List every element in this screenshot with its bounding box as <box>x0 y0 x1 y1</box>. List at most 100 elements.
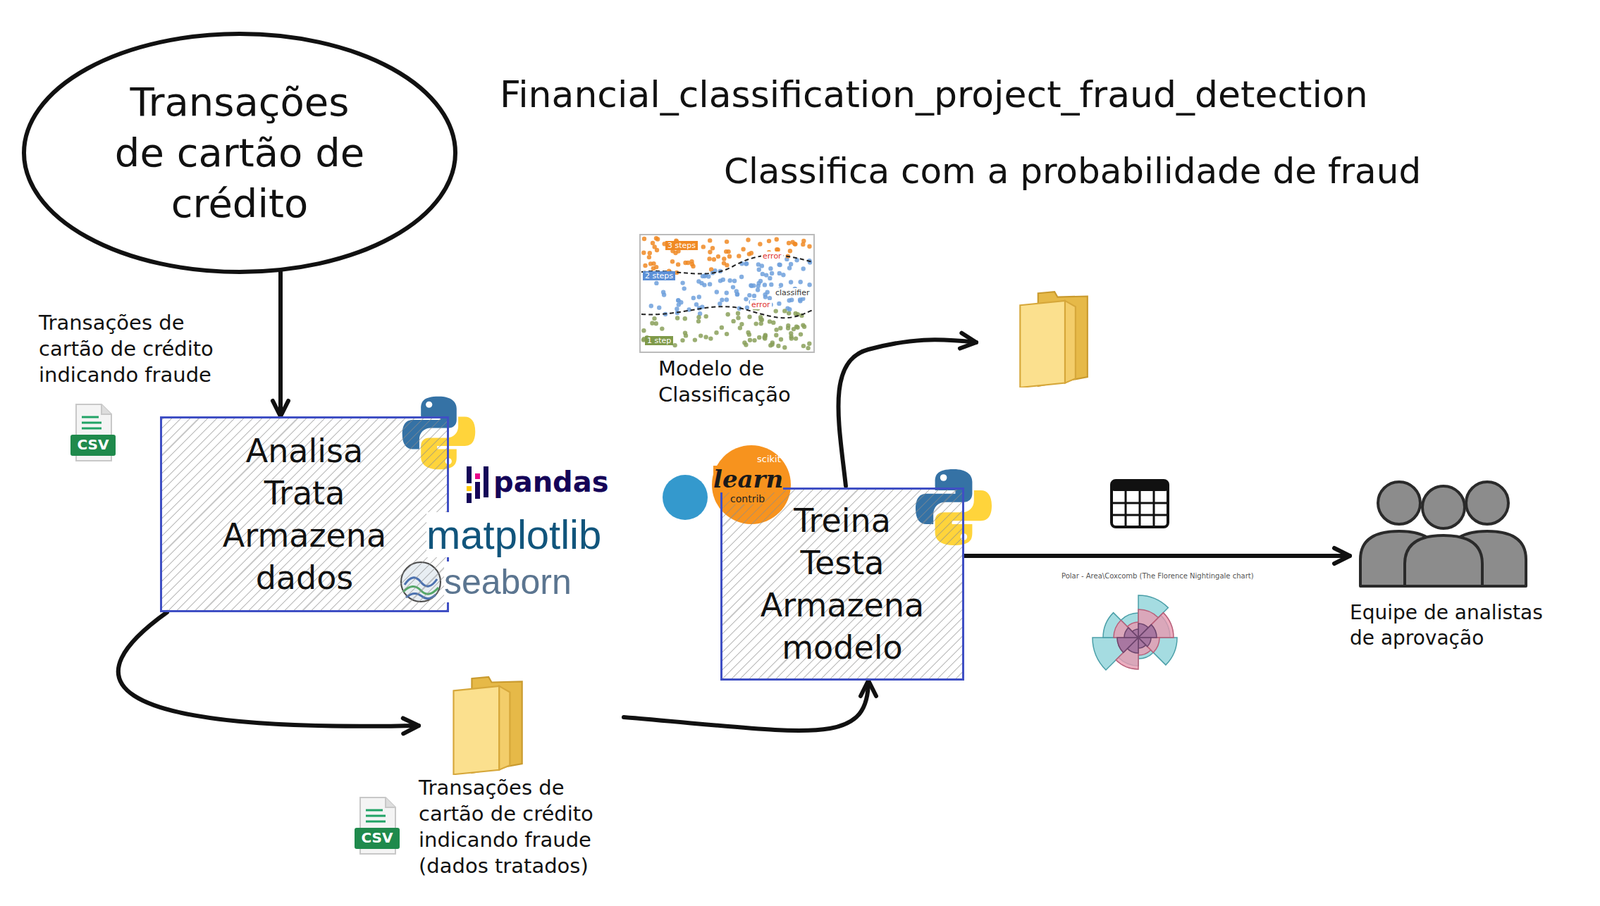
data-point <box>801 266 806 271</box>
chart-tag: 1 step <box>644 336 674 346</box>
data-point <box>714 330 719 335</box>
flow-arrow <box>623 680 869 731</box>
data-point <box>805 346 810 351</box>
file-type: CSV <box>70 434 116 455</box>
data-point <box>730 284 736 289</box>
data-point <box>800 242 805 247</box>
data-point <box>745 237 750 242</box>
data-point <box>707 250 712 255</box>
chart-note: classifier <box>773 288 812 298</box>
data-point <box>782 345 787 350</box>
data-point <box>683 333 688 338</box>
data-point <box>792 241 798 246</box>
data-point <box>724 331 729 337</box>
data-point <box>747 338 753 343</box>
file-type: CSV <box>354 828 400 848</box>
data-point <box>745 330 750 335</box>
data-point <box>769 271 774 276</box>
node-label: Transações de cartão de crédito indicand… <box>418 775 620 880</box>
data-point <box>721 256 726 261</box>
data-point <box>739 274 744 280</box>
data-point <box>672 343 677 348</box>
data-point <box>682 286 687 291</box>
data-point <box>776 343 781 349</box>
data-point <box>652 244 657 249</box>
data-point <box>762 292 767 297</box>
data-point <box>734 288 739 294</box>
table-icon <box>1111 480 1168 528</box>
data-point <box>786 241 791 246</box>
polar-wedge <box>1138 613 1174 638</box>
data-point <box>701 244 706 249</box>
data-point <box>788 262 793 267</box>
data-point <box>654 281 659 286</box>
data-point <box>730 319 736 324</box>
data-point <box>661 290 666 295</box>
node-label: Equipe de analistas de aprovação <box>1349 600 1562 652</box>
folder-icon <box>418 675 532 778</box>
data-point <box>807 244 812 249</box>
polar-wedge <box>1117 637 1139 653</box>
logo-text: contrib <box>730 493 765 505</box>
node-label: Treina Testa Armazena modelo <box>760 499 925 669</box>
data-point <box>758 279 763 284</box>
polar-wedge <box>1138 637 1152 656</box>
data-point <box>768 266 773 271</box>
data-point <box>768 343 773 348</box>
logo-text: scikit <box>757 453 781 465</box>
polar-wedge <box>1092 637 1139 671</box>
data-point <box>755 287 760 292</box>
folder-node: Transações de cartão de crédito indicand… <box>418 675 624 886</box>
data-point <box>776 262 781 267</box>
data-point <box>776 301 781 306</box>
data-point <box>764 272 769 278</box>
data-point <box>749 250 754 256</box>
diagram-title: Financial_classification_project_fraud_d… <box>499 73 1369 116</box>
data-point <box>736 253 741 258</box>
polar-wedge <box>1132 629 1140 638</box>
data-point <box>708 336 713 341</box>
data-point <box>787 307 792 312</box>
polar-wedge <box>1113 620 1139 638</box>
data-point <box>777 262 782 268</box>
ellipse-shape <box>23 33 456 273</box>
data-point <box>710 245 715 251</box>
data-point <box>706 274 711 279</box>
classifier-boundaries <box>641 255 813 318</box>
data-point <box>785 326 791 331</box>
data-point <box>793 336 798 341</box>
data-point <box>778 337 784 342</box>
polar-wedge <box>1138 637 1178 666</box>
data-point <box>793 311 798 316</box>
data-point <box>725 312 731 317</box>
data-point <box>787 298 792 303</box>
data-point <box>798 279 803 285</box>
person-head <box>1422 486 1465 529</box>
classifier-image <box>640 234 815 353</box>
data-point <box>756 262 761 267</box>
chart-title: Polar - Area\Coxcomb (The Florence Night… <box>1061 572 1254 581</box>
data-point <box>788 331 793 336</box>
data-point <box>766 238 772 244</box>
data-point <box>647 255 652 260</box>
data-point <box>711 257 717 262</box>
chart-note: error <box>749 300 772 310</box>
data-point <box>789 336 794 341</box>
node-label: Analisa Trata Armazena dados <box>222 429 387 600</box>
data-point <box>704 314 709 319</box>
data-point <box>777 271 782 276</box>
data-point <box>801 343 806 349</box>
data-point <box>737 325 743 330</box>
person-head <box>1377 482 1421 525</box>
data-point <box>767 276 772 281</box>
data-point <box>696 319 701 324</box>
data-point <box>773 333 779 338</box>
note-label: Transações de cartão de crédito indicand… <box>38 310 240 389</box>
data-point <box>807 341 812 347</box>
data-point <box>724 291 729 296</box>
library-name: seaborn <box>444 561 572 603</box>
data-point <box>719 325 724 330</box>
data-point <box>641 250 646 256</box>
data-point <box>696 315 701 320</box>
data-point <box>724 262 729 268</box>
